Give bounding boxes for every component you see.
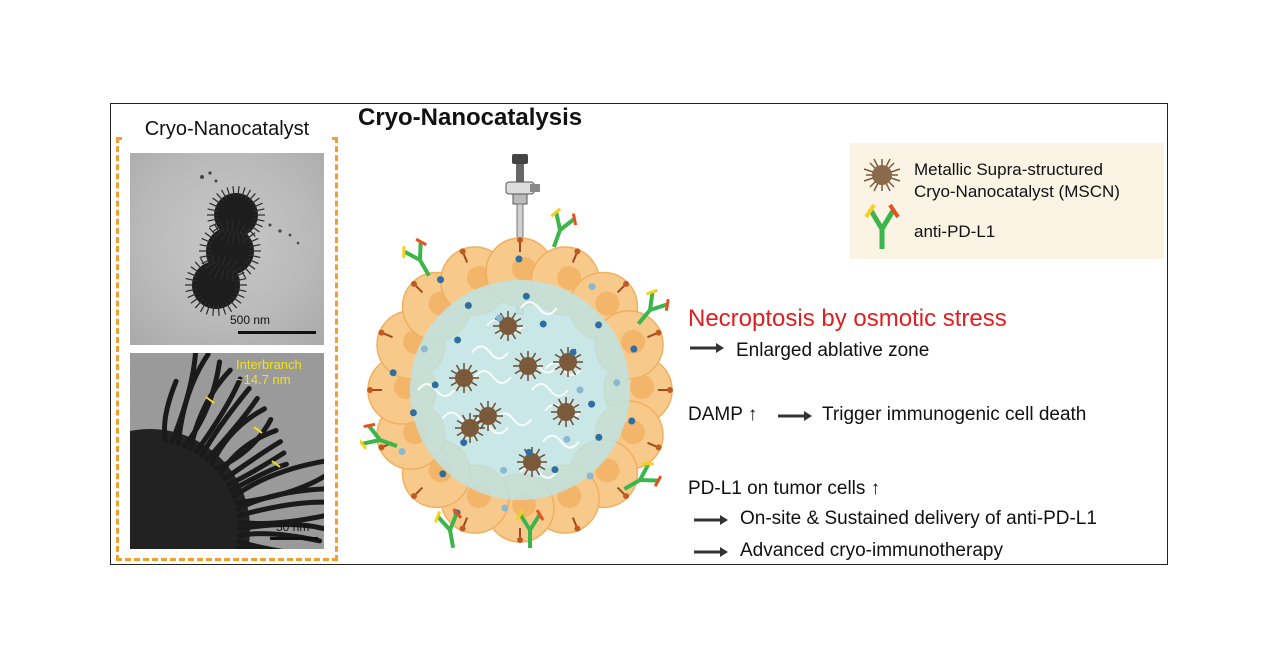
scale-label-50nm: 50 nm bbox=[276, 520, 310, 534]
interbranch-label: Interbranch ~14.7 nm bbox=[236, 357, 302, 387]
necroptosis-heading: Necroptosis by osmotic stress bbox=[688, 305, 1007, 332]
legend-antibody-label: anti-PD-L1 bbox=[914, 222, 996, 241]
panel-title: Cryo-Nanocatalyst bbox=[124, 118, 330, 141]
branch-structure-image bbox=[130, 353, 324, 549]
arrow-icon bbox=[694, 547, 728, 557]
antibody-icon bbox=[864, 203, 900, 249]
nanocatalyst-particles bbox=[449, 311, 583, 477]
onsite-delivery-text: On-site & Sustained delivery of anti-PD-… bbox=[740, 508, 1097, 529]
anti-pd-l1-antibodies bbox=[360, 207, 670, 549]
advanced-therapy-text: Advanced cryo-immunotherapy bbox=[740, 540, 1003, 561]
legend-mscn-label: Metallic Supra-structured Cryo-Nanocatal… bbox=[914, 160, 1120, 201]
enlarged-zone-text: Enlarged ablative zone bbox=[736, 340, 930, 361]
nanoparticle-cluster-image bbox=[185, 171, 300, 316]
arrow-icon bbox=[694, 515, 728, 525]
arrow-icon bbox=[778, 411, 812, 421]
damp-text: DAMP ↑ bbox=[688, 404, 758, 425]
ice-ball bbox=[410, 280, 630, 500]
pdl1-text: PD-L1 on tumor cells ↑ bbox=[688, 478, 881, 499]
arrow-icon bbox=[690, 343, 724, 353]
scale-bar bbox=[238, 331, 316, 334]
trigger-icd-text: Trigger immunogenic cell death bbox=[822, 404, 1087, 425]
scale-label-500nm: 500 nm bbox=[230, 313, 271, 327]
mscn-icon bbox=[863, 158, 901, 192]
tumor-cells bbox=[367, 237, 673, 543]
tem-image-low-mag: 500 nm bbox=[130, 153, 324, 345]
legend: Metallic Supra-structured Cryo-Nanocatal… bbox=[850, 143, 1164, 259]
tumor-illustration bbox=[360, 154, 673, 549]
tem-image-high-mag: Interbranch ~14.7 nm 50 nm bbox=[130, 353, 324, 549]
scale-bar bbox=[270, 537, 318, 540]
page-title: Cryo-Nanocatalysis bbox=[358, 104, 583, 131]
